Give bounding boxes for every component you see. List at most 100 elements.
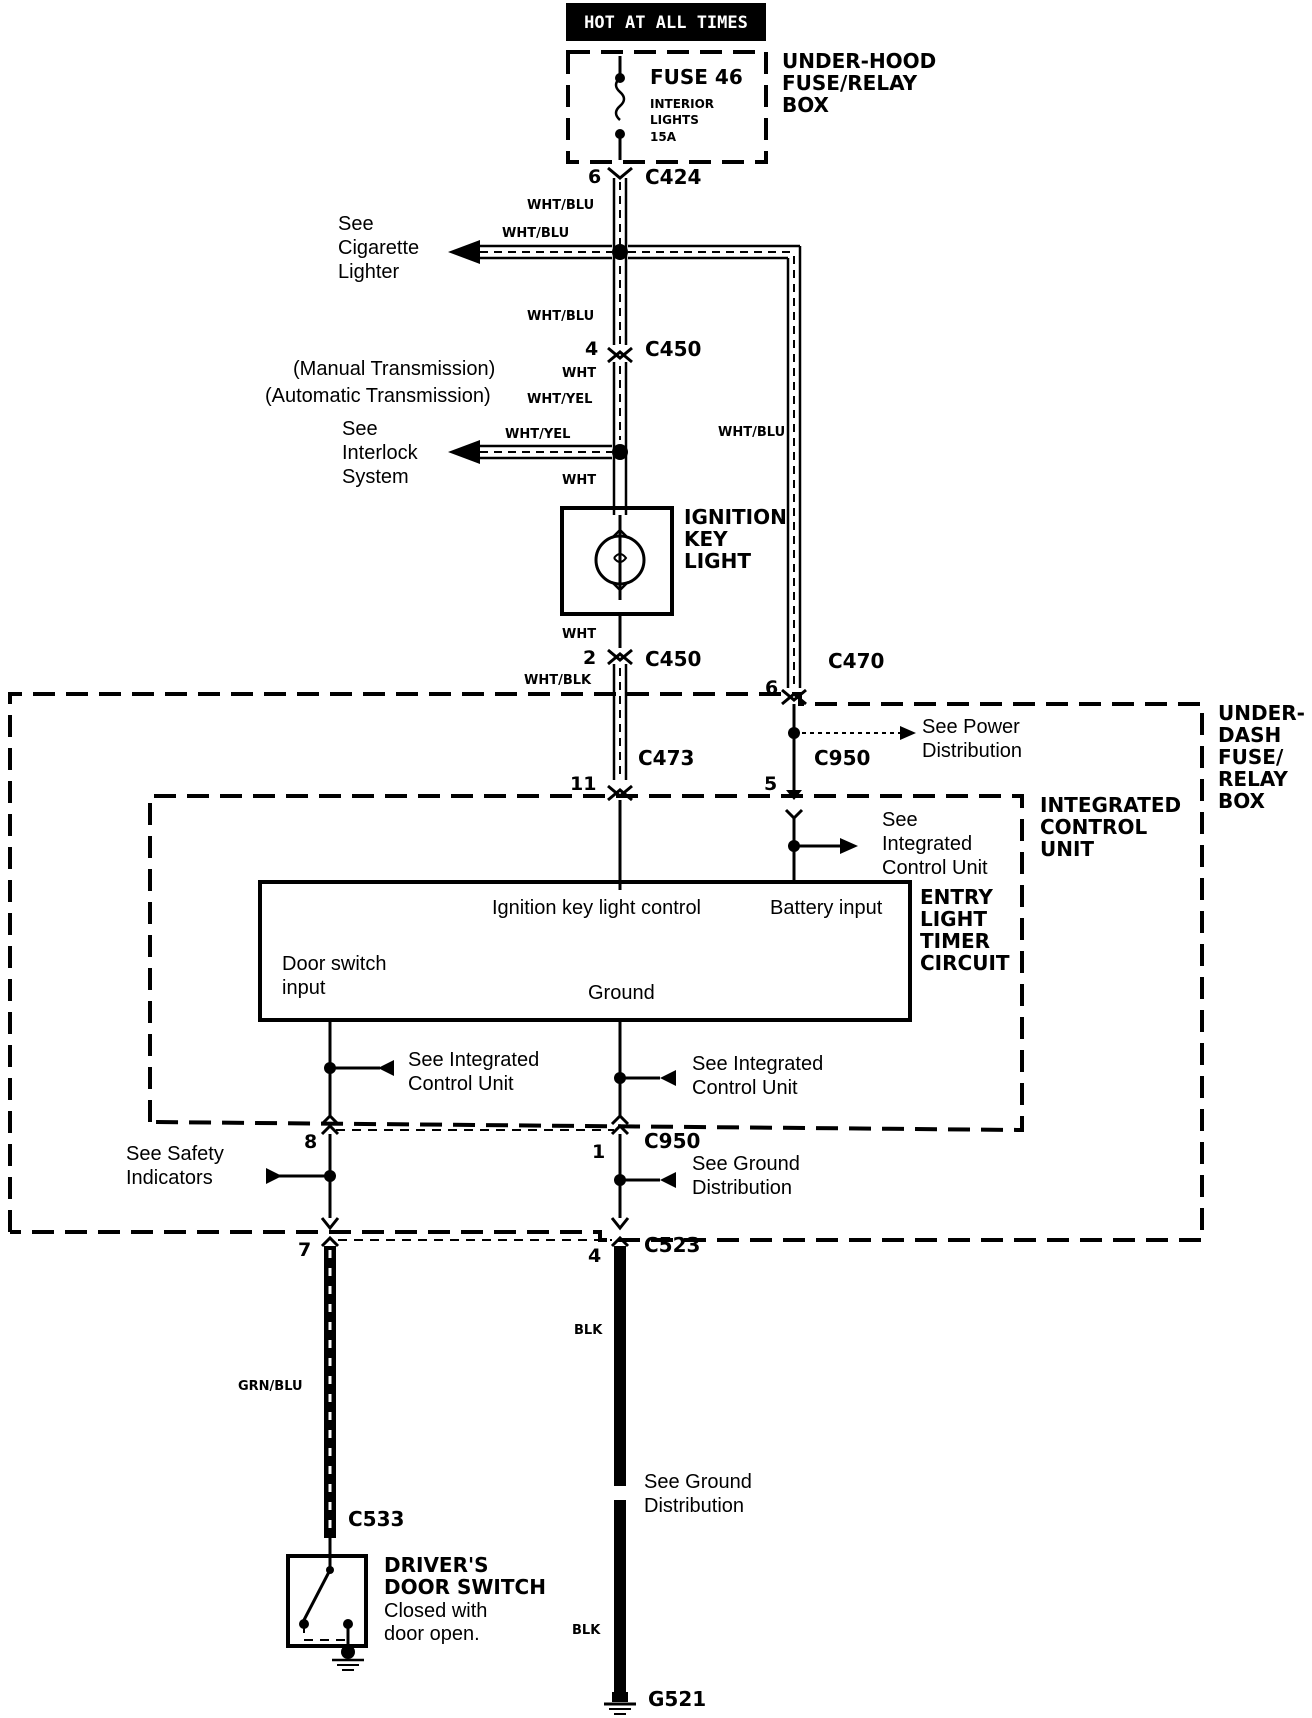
underdash-title-2: DASH [1218,723,1281,747]
underdash-title-5: BOX [1218,789,1266,813]
g521-label: G521 [648,1687,706,1711]
switch-blade-icon [302,1569,332,1621]
timer-door-2: input [282,977,326,999]
underdash-title-4: RELAY [1218,767,1288,791]
c450-bot-label: C450 [645,647,701,671]
interlock-arrow-icon [448,440,480,464]
icu-left-arrow-icon [378,1060,394,1076]
wire-label-5: WHT/YEL [527,392,592,407]
fuse-desc-2: LIGHTS [650,113,699,127]
ground-ref-2: Distribution [692,1177,792,1199]
wire-label-13: BLK [572,1623,601,1638]
c950-bot-pin-left: 8 [304,1131,317,1153]
c450-top-connector-icon [607,346,633,360]
c450-bot-connector-icon [607,648,633,662]
fuse-box-title-1: UNDER-HOOD [782,49,936,73]
bulb-icon [594,534,646,586]
wire-label-10: WHT/BLU [718,425,785,440]
door-switch-title-2: DOOR SWITCH [384,1575,546,1599]
ignition-key-light: IGNITION KEY LIGHT [560,500,787,616]
c950-bot-right-connector-icon [610,1113,630,1126]
icu-title-2: CONTROL [1040,815,1147,839]
c450-top-label: C450 [645,337,701,361]
icu-right-arrow-icon [660,1070,676,1086]
ignition-light-title-1: IGNITION [684,505,787,529]
c523-pin-right: 4 [588,1245,601,1267]
timer-door-1: Door switch [282,953,386,975]
under-hood-fuse-box: UNDER-HOOD FUSE/RELAY BOX FUSE 46 INTERI… [566,49,936,164]
c523-label: C523 [644,1233,700,1257]
ground-ref-arrow-icon [660,1172,676,1188]
fuse-box-title-2: FUSE/RELAY [782,71,918,95]
ground2-ref-2: Distribution [644,1495,744,1517]
fuse-desc-1: INTERIOR [650,97,714,111]
interlock-branch: WHT/YEL See Interlock System [342,418,612,488]
c950-bot-label: C950 [644,1129,700,1153]
splice-mid [612,444,628,460]
c473-pin: 11 [570,773,596,795]
door-switch-note-2: door open. [384,1623,480,1645]
c950-top-label: C950 [814,746,870,770]
timer-title-4: CIRCUIT [920,951,1010,975]
icu-ref-3: Control Unit [882,857,988,879]
under-dash-fuse-box: UNDER- DASH FUSE/ RELAY BOX [8,692,1305,1242]
underdash-title-1: UNDER- [1218,701,1305,725]
ground-wire-blk: BLK See Ground Distribution BLK G521 [572,1246,752,1715]
door-switch-wire: GRN/BLU C533 [238,1246,404,1538]
c473-label: C473 [638,746,694,770]
c470-label: C470 [828,649,884,673]
wire-label-12: BLK [574,1323,603,1338]
ground2-ref-1: See Ground [644,1471,752,1493]
icu-ref-2: Integrated [882,833,972,855]
c424-pin: 6 [588,166,601,188]
cigarette-branch: WHT/BLU See Cigarette Lighter [338,213,612,283]
timer-title-3: TIMER [920,929,990,953]
icu-arrow-icon [840,838,858,854]
ground-wire-internal: See Integrated Control Unit 1 C950 See G… [336,1020,823,1267]
manual-trans-note: (Manual Transmission) [293,358,495,380]
c424-connector-icon [607,166,633,180]
interlock-ref-1: See [342,418,378,440]
wire-label-7: WHT [562,473,596,488]
wire-label-4: WHT [562,366,596,381]
drivers-door-switch: DRIVER'S DOOR SWITCH Closed with door op… [286,1538,546,1671]
icu-left-ref-1: See Integrated [408,1049,539,1071]
wire-label-9: WHT/BLK [524,673,592,688]
c523-right-connector-icon [610,1217,630,1231]
hot-label: HOT AT ALL TIMES [584,13,748,33]
icu-ref-1: See [882,809,918,831]
c533-label: C533 [348,1507,404,1531]
power-arrow-icon [900,726,916,740]
safety-ref-2: Indicators [126,1167,213,1189]
door-switch-title-1: DRIVER'S [384,1553,489,1577]
ignition-light-title-2: KEY [684,527,728,551]
c523-pin-left: 7 [298,1239,311,1261]
integrated-control-unit: INTEGRATED CONTROL UNIT [148,793,1181,1133]
c950-top-pin: 5 [764,773,777,795]
cig-ref-2: Cigarette [338,237,419,259]
c450-bot-pin: 2 [583,647,596,669]
fuse-box-title-3: BOX [782,93,830,117]
hot-at-all-times-header: HOT AT ALL TIMES [566,3,766,41]
wire-label-11: GRN/BLU [238,1379,303,1394]
icu-title-3: UNIT [1040,837,1094,861]
c950-bot-pin-right: 1 [592,1141,605,1163]
icu-left-ref-2: Control Unit [408,1073,514,1095]
c523-left-connector-icon [320,1217,340,1231]
timer-ground: Ground [588,982,655,1004]
icu-title-1: INTEGRATED [1040,793,1181,817]
cig-ref-3: Lighter [338,261,399,283]
key-light-output-wire: WHT 2 C450 WHT/BLK C473 11 [524,614,701,890]
auto-trans-note: (Automatic Transmission) [265,385,491,407]
icu-right-ref-1: See Integrated [692,1053,823,1075]
wire-label-2: WHT/BLU [502,226,569,241]
interlock-ref-2: Interlock [342,442,419,464]
safety-arrow-icon [266,1168,282,1184]
cigarette-arrow-icon [448,240,480,264]
fuse-icon [614,77,626,121]
safety-ref-1: See Safety [126,1143,224,1165]
timer-battery: Battery input [770,897,883,919]
ground-ref-1: See Ground [692,1153,800,1175]
wire-label-1: WHT/BLU [527,198,594,213]
